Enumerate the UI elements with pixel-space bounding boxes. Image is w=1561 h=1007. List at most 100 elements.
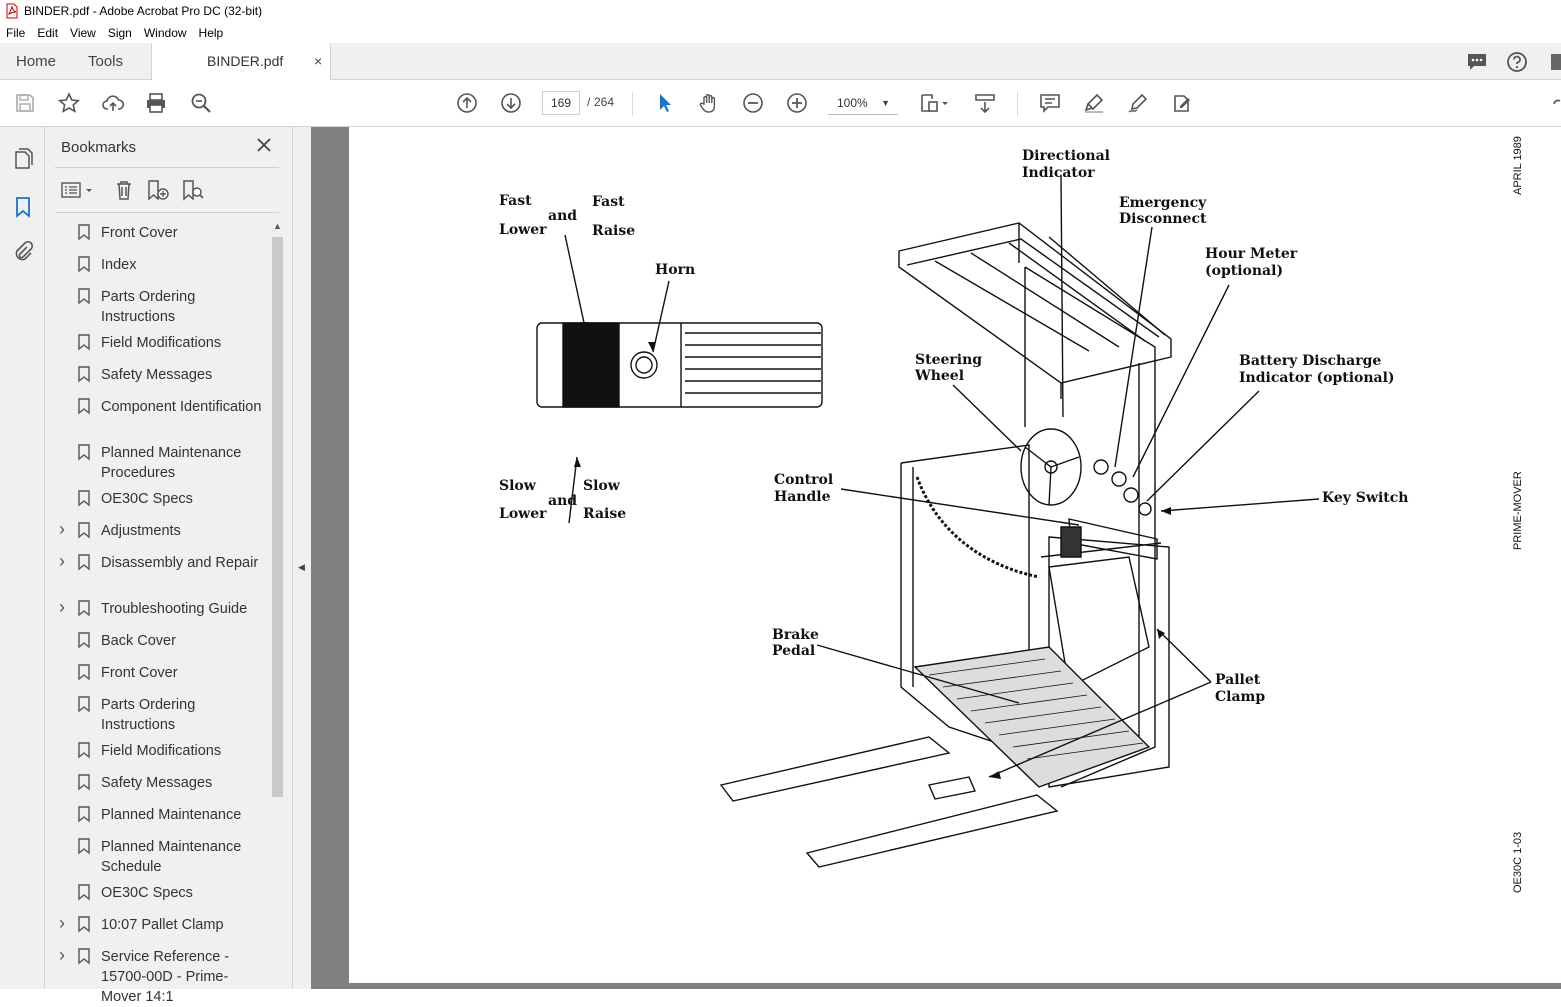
tab-home[interactable]: Home <box>16 53 57 70</box>
document-viewport[interactable]: Fast and Lower Fast Raise Horn Slow and … <box>311 127 1561 989</box>
bookmark-icon <box>78 916 90 933</box>
bookmark-icon <box>78 838 90 855</box>
label-brake-2: Pedal <box>772 643 816 659</box>
label-slow: Slow <box>499 478 536 494</box>
label-emergency-2: Disconnect <box>1119 211 1207 227</box>
page-thumbnails-icon[interactable] <box>11 147 35 171</box>
close-icon[interactable] <box>256 137 272 153</box>
sign-pen-icon[interactable] <box>1126 91 1150 115</box>
close-tab-icon[interactable]: × <box>314 53 323 69</box>
scroll-mode-icon[interactable] <box>973 91 997 115</box>
chevron-down-icon[interactable] <box>940 91 950 115</box>
pdf-page: Fast and Lower Fast Raise Horn Slow and … <box>349 127 1561 983</box>
label-directional-2: Indicator <box>1022 165 1095 181</box>
bookmark-label: 10:07 Pallet Clamp <box>101 917 224 933</box>
comment-bubble-icon[interactable] <box>1466 51 1488 73</box>
upload-cloud-icon[interactable] <box>101 91 125 115</box>
chevron-right-icon[interactable]: › <box>59 913 65 933</box>
bookmark-icon <box>78 366 90 383</box>
bookmark-label: Safety Messages <box>101 367 213 383</box>
page-fit-icon[interactable] <box>918 91 942 115</box>
toolbar-divider <box>1017 92 1018 116</box>
label-hour-meter-2: (optional) <box>1205 263 1284 279</box>
chevron-right-icon[interactable]: › <box>59 519 65 539</box>
bookmark-label: Parts Ordering Instructions <box>101 697 196 733</box>
bookmark-label: Back Cover <box>101 633 176 649</box>
side-label-date: APRIL 1989 <box>1512 136 1524 195</box>
zoom-in-icon[interactable] <box>785 91 809 115</box>
add-comment-icon[interactable] <box>1038 91 1062 115</box>
page-number-input[interactable]: 169 <box>542 91 580 115</box>
title-bar: BINDER.pdf - Adobe Acrobat Pro DC (32-bi… <box>0 0 1561 22</box>
collapse-panel-icon[interactable]: ◀ <box>298 562 305 572</box>
label-battery-1: Battery Discharge <box>1239 353 1382 369</box>
tab-tools[interactable]: Tools <box>88 53 124 70</box>
bookmark-search-icon[interactable] <box>181 179 205 201</box>
tab-document-label: BINDER.pdf <box>207 53 284 69</box>
menu-window[interactable]: Window <box>143 25 187 40</box>
chevron-right-icon[interactable]: › <box>59 551 65 571</box>
menu-sign[interactable]: Sign <box>107 25 132 40</box>
scroll-up-icon[interactable]: ▲ <box>273 221 282 231</box>
label-steering-2: Wheel <box>915 368 965 384</box>
label-directional-1: Directional <box>1022 148 1110 164</box>
attachment-paperclip-icon[interactable] <box>11 240 35 264</box>
page-separator: / <box>587 95 591 109</box>
bookmark-icon <box>78 554 90 571</box>
acrobat-app-icon <box>6 3 18 19</box>
delete-trash-icon[interactable] <box>113 179 135 201</box>
menu-file[interactable]: File <box>6 25 26 40</box>
label-pallet-1: Pallet <box>1215 672 1261 688</box>
zoom-out-icon[interactable] <box>741 91 765 115</box>
more-tools-icon[interactable] <box>1170 91 1194 115</box>
next-page-icon[interactable] <box>499 91 523 115</box>
chevron-right-icon[interactable]: › <box>59 597 65 617</box>
bookmark-icon <box>78 288 90 305</box>
scrollbar-thumb[interactable] <box>272 237 283 797</box>
menu-bar: File Edit View Sign Window Help <box>0 22 1561 43</box>
print-icon[interactable] <box>144 91 168 115</box>
label-battery-2: Indicator (optional) <box>1239 370 1395 386</box>
bookmark-options-icon[interactable] <box>61 179 95 201</box>
bookmark-label: Front Cover <box>101 225 178 241</box>
label-brake-1: Brake <box>772 627 819 643</box>
bookmark-icon <box>78 444 90 461</box>
bookmark-label: Disassembly and Repair <box>101 555 259 571</box>
bookmark-star-icon[interactable] <box>57 91 81 115</box>
share-link-icon[interactable] <box>1548 91 1561 115</box>
chevron-right-icon[interactable]: › <box>59 945 65 965</box>
label-horn: Horn <box>655 262 696 278</box>
menu-edit[interactable]: Edit <box>37 25 59 40</box>
bookmark-label: Parts Ordering Instructions <box>101 289 196 325</box>
label-fast-and: and <box>548 208 578 224</box>
bookmark-label: Front Cover <box>101 665 178 681</box>
panel-splitter[interactable]: ◀ <box>292 127 311 989</box>
bookmark-label: Component Identification <box>101 399 262 415</box>
new-bookmark-icon[interactable] <box>146 179 170 201</box>
bookmark-icon <box>78 632 90 649</box>
profile-icon[interactable] <box>1548 51 1561 73</box>
zoom-level-select[interactable]: 100% ▼ <box>828 91 898 115</box>
menu-help[interactable]: Help <box>198 25 224 40</box>
hand-tool-icon[interactable] <box>697 91 721 115</box>
label-slow-and: and <box>548 493 578 509</box>
bookmark-panel-icon[interactable] <box>11 195 35 219</box>
bookmark-icon <box>78 398 90 415</box>
help-icon[interactable] <box>1506 51 1528 73</box>
save-icon[interactable] <box>13 91 37 115</box>
previous-page-icon[interactable] <box>455 91 479 115</box>
menu-view[interactable]: View <box>70 25 96 40</box>
select-cursor-icon[interactable] <box>653 91 677 115</box>
highlight-pen-icon[interactable] <box>1082 91 1106 115</box>
main-toolbar: 169 / 264 100% ▼ <box>0 80 1561 127</box>
label-slow-raise-1: Slow <box>583 478 620 494</box>
zoom-search-icon[interactable] <box>189 91 213 115</box>
label-steering-1: Steering <box>915 352 983 368</box>
bookmark-label: Index <box>101 257 137 273</box>
bookmark-label: Field Modifications <box>101 743 222 759</box>
bookmark-icon <box>78 256 90 273</box>
bookmark-label: Adjustments <box>101 523 181 539</box>
tab-document[interactable]: BINDER.pdf × <box>151 43 331 80</box>
